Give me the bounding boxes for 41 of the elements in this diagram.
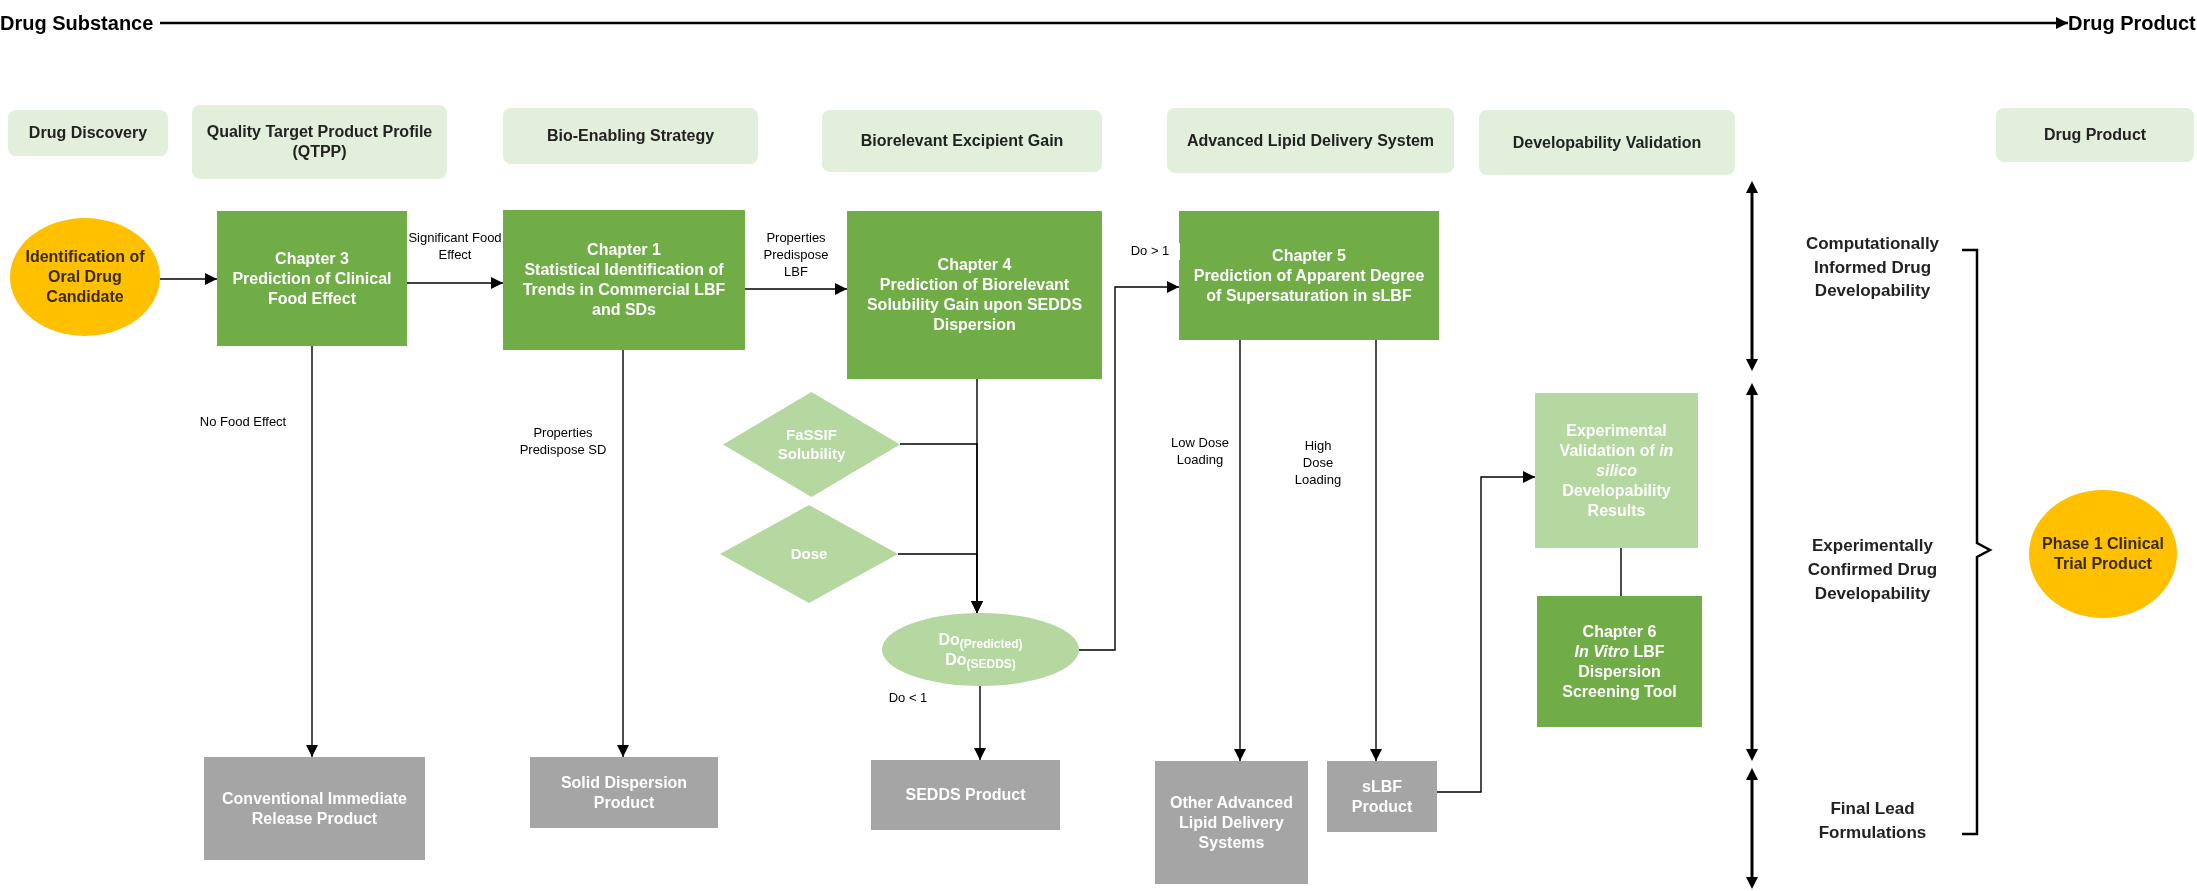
arrow [159, 273, 218, 285]
stage-note: Computationally Informed Drug Developability [1804, 232, 1941, 303]
product-box: sLBF Product [1327, 761, 1437, 832]
chapter-box: Chapter 3 Prediction of Clinical Food Effect [217, 211, 407, 346]
product-box: SEDDS Product [871, 760, 1060, 830]
stage-note: Experimentally Confirmed Drug Developability [1806, 535, 1939, 605]
arrow [406, 277, 504, 289]
phase-header: Drug Product [1996, 108, 2194, 162]
arrow [1078, 281, 1180, 651]
milestone-ellipse: Identification of Oral Drug Candidate [10, 218, 160, 336]
phase-header: Bio-Enabling Strategy [503, 108, 758, 164]
product-box: Conventional Immediate Release Product [204, 757, 425, 860]
input-diamond: Dose [720, 505, 898, 603]
arrow [1436, 471, 1536, 793]
stage-label: Drug Substance [0, 6, 160, 40]
input-diamond: FaSSIF Solubility [723, 392, 900, 497]
chapter-box: Chapter 6 In Vitro LBF Dispersion Screening Tool [1537, 596, 1702, 727]
phase-header: Advanced Lipid Delivery System [1167, 108, 1454, 173]
phase-header: Developability Validation [1479, 110, 1735, 175]
stage-label: Drug Product [2068, 6, 2197, 40]
phase-header: Drug Discovery [8, 110, 168, 156]
arrow [617, 349, 629, 758]
product-box: Solid Dispersion Product [530, 757, 718, 828]
validation-box: Experimental Validation of in silico Developability Results [1535, 393, 1698, 548]
edge-label: Low Dose Loading [1170, 435, 1230, 469]
decision-ellipse: Do$_{(Predicted)}$ Do$_{(SEDDS)}$ [882, 613, 1079, 686]
arrow [306, 345, 318, 758]
arrow [1370, 339, 1382, 762]
chapter-box: Chapter 4 Prediction of Biorelevant Solubility Gain upon SEDDS Dispersion [847, 211, 1102, 379]
milestone-ellipse: Phase 1 Clinical Trial Product [2029, 490, 2177, 618]
arrow [974, 685, 986, 761]
arrow [744, 283, 848, 295]
arrow [160, 17, 2068, 29]
phase-header: Biorelevant Excipient Gain [822, 110, 1102, 172]
stage-note: Final Lead Formulations [1817, 798, 1928, 844]
chapter-box: Chapter 5 Prediction of Apparent Degree of Supersaturation in sLBF [1179, 211, 1439, 340]
arrow [1234, 339, 1246, 762]
phase-header: Quality Target Product Profile (QTPP) [192, 105, 447, 179]
chapter-box: Chapter 1 Statistical Identification of Trends in Commercial LBF and SDs [503, 210, 745, 350]
arrow [897, 553, 983, 614]
product-box: Other Advanced Lipid Delivery Systems [1155, 761, 1308, 884]
